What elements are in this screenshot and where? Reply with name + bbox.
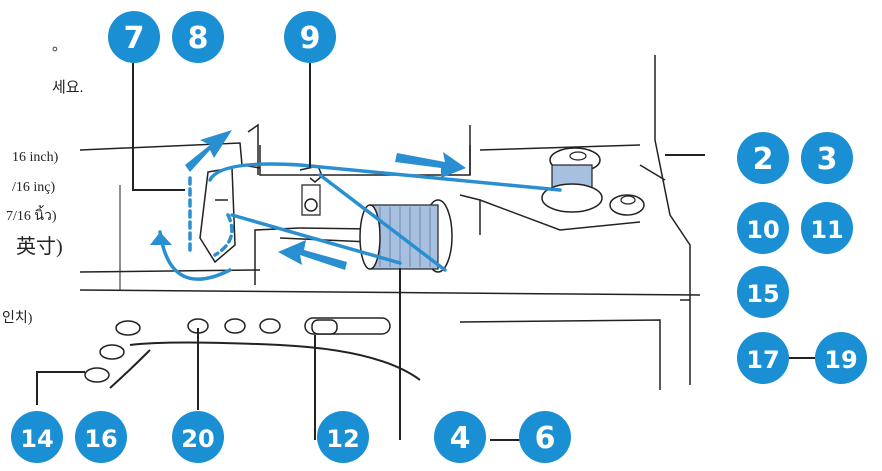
partial-text-4: /16 inç) <box>12 180 55 195</box>
machine-outline <box>79 55 701 390</box>
leader-lines <box>36 60 815 441</box>
partial-text-2: 세요. <box>52 79 83 96</box>
callout-12: 12 <box>317 411 369 463</box>
loop-arrow-icon <box>150 232 172 245</box>
callout-11: 11 <box>801 202 853 254</box>
callout-19: 19 <box>815 332 867 384</box>
right-arrow-icon <box>395 152 466 178</box>
callout-badges: 7 8 9 2 3 10 11 15 17 19 14 16 20 12 4 6 <box>11 11 867 463</box>
bobbin-winder <box>541 147 645 216</box>
svg-text:10: 10 <box>746 216 779 244</box>
callout-2: 2 <box>737 132 789 184</box>
svg-text:4: 4 <box>450 421 471 456</box>
callout-7: 7 <box>108 11 160 63</box>
callout-4: 4 <box>434 411 486 463</box>
svg-text:19: 19 <box>824 346 857 374</box>
callout-14: 14 <box>11 411 63 463</box>
partial-text-6: 英寸) <box>16 235 63 258</box>
svg-text:12: 12 <box>326 425 359 453</box>
callout-6: 6 <box>519 411 571 463</box>
svg-text:11: 11 <box>810 216 843 244</box>
callout-8: 8 <box>172 11 224 63</box>
thread-guide <box>299 165 323 216</box>
svg-text:8: 8 <box>188 21 209 56</box>
svg-text:14: 14 <box>20 425 53 453</box>
partial-text-1: 。 <box>52 38 67 54</box>
svg-text:16: 16 <box>84 425 117 453</box>
svg-text:7: 7 <box>124 21 145 56</box>
partial-text-5: 7/16 นิ้ว) <box>6 205 57 224</box>
machine-buttons <box>84 317 391 383</box>
callout-15: 15 <box>737 266 789 318</box>
callout-9: 9 <box>284 11 336 63</box>
svg-text:17: 17 <box>746 346 779 374</box>
up-arrow-icon <box>185 130 232 172</box>
callout-17: 17 <box>737 332 789 384</box>
callout-10: 10 <box>737 202 789 254</box>
svg-text:2: 2 <box>753 142 774 177</box>
thread-path <box>158 162 562 281</box>
callout-20: 20 <box>172 411 224 463</box>
partial-text-7: 인치) <box>2 310 33 326</box>
svg-text:3: 3 <box>817 142 838 177</box>
callout-3: 3 <box>801 132 853 184</box>
direction-arrows <box>150 130 466 270</box>
svg-text:6: 6 <box>535 421 556 456</box>
svg-text:15: 15 <box>746 280 779 308</box>
callout-16: 16 <box>75 411 127 463</box>
partial-text-3: 16 inch) <box>12 150 59 165</box>
left-arrow-icon <box>278 240 347 270</box>
svg-text:20: 20 <box>181 425 214 453</box>
svg-text:9: 9 <box>300 21 321 56</box>
